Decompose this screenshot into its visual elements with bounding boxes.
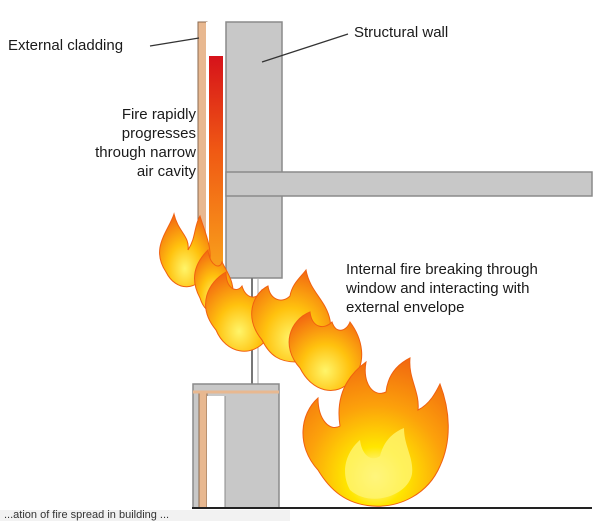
flame-large-core <box>345 428 413 499</box>
floor-slab <box>225 171 593 197</box>
air-cavity-fire <box>209 56 223 270</box>
structural-wall-lower <box>192 383 280 509</box>
flames <box>159 212 449 507</box>
structural-wall-label: Structural wall <box>354 24 449 41</box>
cavity-fire-label: Fire rapidly progresses through narrow a… <box>95 106 196 180</box>
caption-strip <box>0 510 290 521</box>
structural-wall-upper <box>225 21 283 279</box>
internal-fire-label: Internal fire breaking through window an… <box>346 261 538 316</box>
wall-leader-line <box>261 33 349 63</box>
cladding-leader-line <box>149 37 200 47</box>
external-cladding-label: External cladding <box>8 37 124 54</box>
caption-text: ...ation of fire spread in building ... <box>4 509 173 521</box>
